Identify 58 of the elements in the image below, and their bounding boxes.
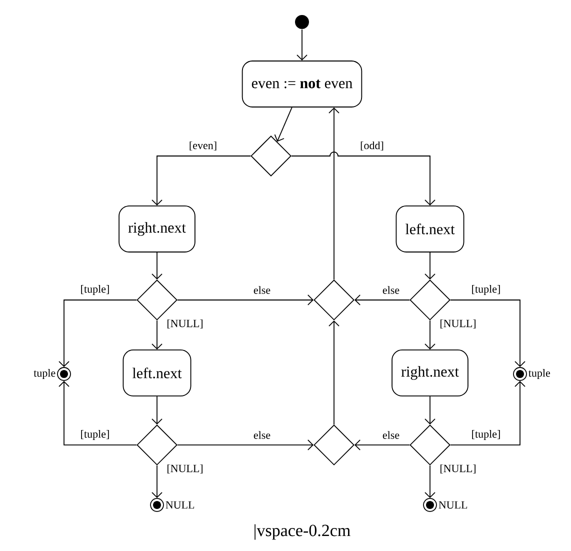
arrow — [152, 252, 162, 280]
end-node — [150, 498, 164, 512]
edge-label: [even] — [188, 140, 218, 152]
edge-label: [tuple] — [470, 429, 502, 441]
decision-diamond — [136, 280, 178, 320]
arrow — [177, 440, 314, 450]
arrow — [152, 156, 251, 206]
start-dot — [295, 15, 309, 29]
end-node — [423, 498, 437, 512]
end-node — [57, 367, 71, 381]
action-box: even := not even — [242, 60, 362, 108]
arrow — [296, 29, 308, 61]
action-box: left.next — [396, 206, 464, 252]
arrow — [424, 252, 436, 280]
decision-diamond — [314, 280, 354, 320]
arrow — [450, 300, 526, 368]
edge-label: else — [381, 430, 401, 440]
arrow — [152, 396, 162, 425]
end-label: NULL — [166, 501, 194, 509]
edge-label: else — [252, 430, 272, 440]
edge-label: [odd] — [359, 140, 385, 152]
decision-diamond — [410, 424, 450, 466]
end-node — [513, 367, 527, 381]
edge-label: [tuple] — [79, 284, 111, 296]
action-box: right.next — [392, 350, 468, 396]
end-label: tuple — [34, 369, 56, 379]
decision-diamond — [314, 424, 354, 466]
arrow — [274, 107, 292, 142]
action-box: right.next — [118, 206, 196, 252]
edge-label: [NULL] — [438, 463, 478, 475]
arrow — [58, 300, 137, 368]
arrow — [424, 320, 436, 350]
arrow — [152, 320, 162, 350]
decision-diamond — [410, 280, 450, 320]
arrow — [291, 152, 436, 206]
edge-label: [NULL] — [438, 318, 478, 330]
end-label: tuple — [528, 369, 550, 379]
arrow — [450, 380, 526, 446]
end-label: NULL — [438, 501, 468, 509]
arrow — [58, 380, 137, 446]
caption: |vspace-0.2cm — [254, 524, 350, 540]
arrow — [354, 294, 410, 306]
edge-label: [NULL] — [166, 318, 204, 330]
arrow — [424, 465, 436, 498]
edge-label: [tuple] — [79, 429, 111, 441]
decision-diamond — [136, 424, 178, 466]
arrow — [152, 465, 162, 498]
arrow — [354, 440, 410, 450]
arrow — [328, 107, 340, 280]
arrow — [424, 396, 436, 425]
arrow — [328, 320, 340, 425]
edge-label: [NULL] — [166, 463, 204, 475]
edge-label: else — [381, 285, 401, 295]
arrow — [177, 294, 314, 306]
decision-diamond — [250, 136, 292, 176]
edge-label: [tuple] — [470, 284, 502, 296]
action-box: left.next — [122, 350, 192, 396]
edge-label: else — [252, 285, 272, 295]
